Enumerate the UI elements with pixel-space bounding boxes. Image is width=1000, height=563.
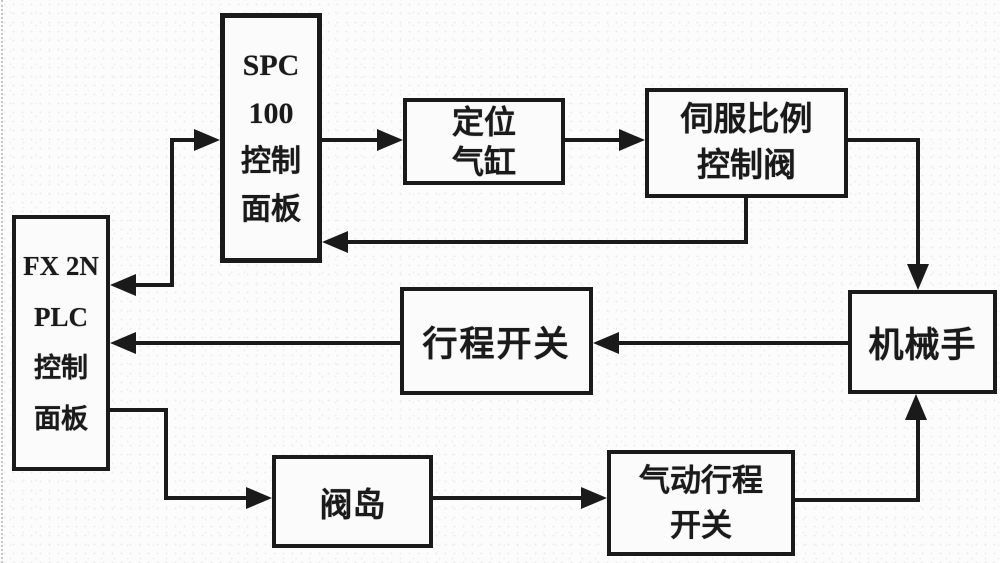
arrowhead-into-manipulator-top-icon	[907, 264, 929, 290]
node-spc-100-control-panel-text: 100	[248, 97, 294, 130]
node-fx2n-plc-control-panel-text: FX 2N	[23, 251, 99, 281]
edge-fxplc-valveisland-vertical	[164, 408, 168, 500]
node-pneumatic-travel-switch-text: 气动行程	[639, 463, 763, 498]
node-positioning-cylinder-text: 定位	[451, 103, 516, 140]
edge-valveisland-pneumaticswitch	[433, 496, 583, 500]
edge-manipulator-travelswitch	[617, 341, 848, 345]
arrowhead-into-spc-panel-icon	[194, 129, 220, 151]
node-spc-100-control-panel-text: 面板	[241, 193, 301, 226]
edge-fxplc-spc-horizontal-top	[170, 138, 202, 142]
edge-pneumaticswitch-manipulator-vertical	[916, 420, 920, 502]
arrowhead-into-spc-panel-feedback-icon	[322, 231, 348, 253]
arrowhead-into-fxplc-upper-icon	[110, 274, 136, 296]
arrowhead-into-servo-valve-icon	[619, 129, 645, 151]
node-positioning-cylinder-text: 气缸	[451, 143, 516, 180]
node-servo-proportional-valve-text: 控制阀	[697, 148, 796, 184]
node-pneumatic-travel-switch-text: 开关	[670, 508, 732, 543]
node-servo-proportional-valve-text: 伺服比例	[680, 102, 813, 138]
edge-fxplc-valveisland-horizontal-top	[110, 408, 168, 412]
arrowhead-into-fxplc-lower-icon	[110, 332, 136, 354]
node-fx2n-plc-control-panel-text: 控制	[34, 353, 88, 383]
node-positioning-cylinder: 定位 气缸	[403, 98, 565, 185]
edge-fxplc-spc-horizontal-bottom	[134, 283, 174, 287]
arrowhead-into-pneumaticswitch-icon	[581, 487, 607, 509]
edge-fxplc-spc-vertical	[170, 138, 174, 287]
edge-servo-spc-feedback-vertical	[744, 196, 748, 244]
arrowhead-into-valveisland-icon	[246, 487, 272, 509]
node-valve-island-text: 阀岛	[319, 487, 386, 524]
node-spc-100-control-panel-text: 控制	[241, 145, 301, 178]
node-manipulator-text: 机械手	[868, 325, 977, 365]
node-travel-switch: 行程开关	[400, 287, 593, 395]
edge-servo-manipulator-vertical	[916, 138, 920, 266]
node-travel-switch-text: 行程开关	[422, 324, 571, 364]
edge-servo-manipulator-horizontal	[846, 138, 920, 142]
node-spc-100-control-panel: SPC 100 控制 面板	[220, 13, 322, 263]
arrowhead-into-manipulator-bottom-icon	[905, 394, 927, 420]
node-valve-island: 阀岛	[272, 455, 433, 548]
node-fx2n-plc-control-panel-text: 面板	[34, 404, 88, 434]
scan-artifact-left-edge	[1, 0, 3, 563]
edge-cylinder-servo	[565, 138, 621, 142]
arrowhead-into-travelswitch-icon	[593, 332, 619, 354]
node-fx2n-plc-control-panel-text: PLC	[34, 302, 88, 332]
node-spc-100-control-panel-text: SPC	[242, 49, 300, 82]
node-servo-proportional-valve: 伺服比例 控制阀	[645, 88, 848, 198]
edge-fxplc-valveisland-horizontal-bottom	[164, 496, 248, 500]
edge-servo-spc-feedback-horizontal	[346, 240, 748, 244]
node-pneumatic-travel-switch: 气动行程 开关	[607, 450, 795, 556]
arrowhead-into-cylinder-icon	[377, 129, 403, 151]
edge-spc-cylinder	[320, 138, 379, 142]
edge-travelswitch-fxplc	[134, 341, 400, 345]
node-fx2n-plc-control-panel: FX 2N PLC 控制 面板	[12, 215, 110, 471]
edge-pneumaticswitch-manipulator-horizontal	[795, 498, 920, 502]
node-manipulator: 机械手	[848, 290, 997, 394]
